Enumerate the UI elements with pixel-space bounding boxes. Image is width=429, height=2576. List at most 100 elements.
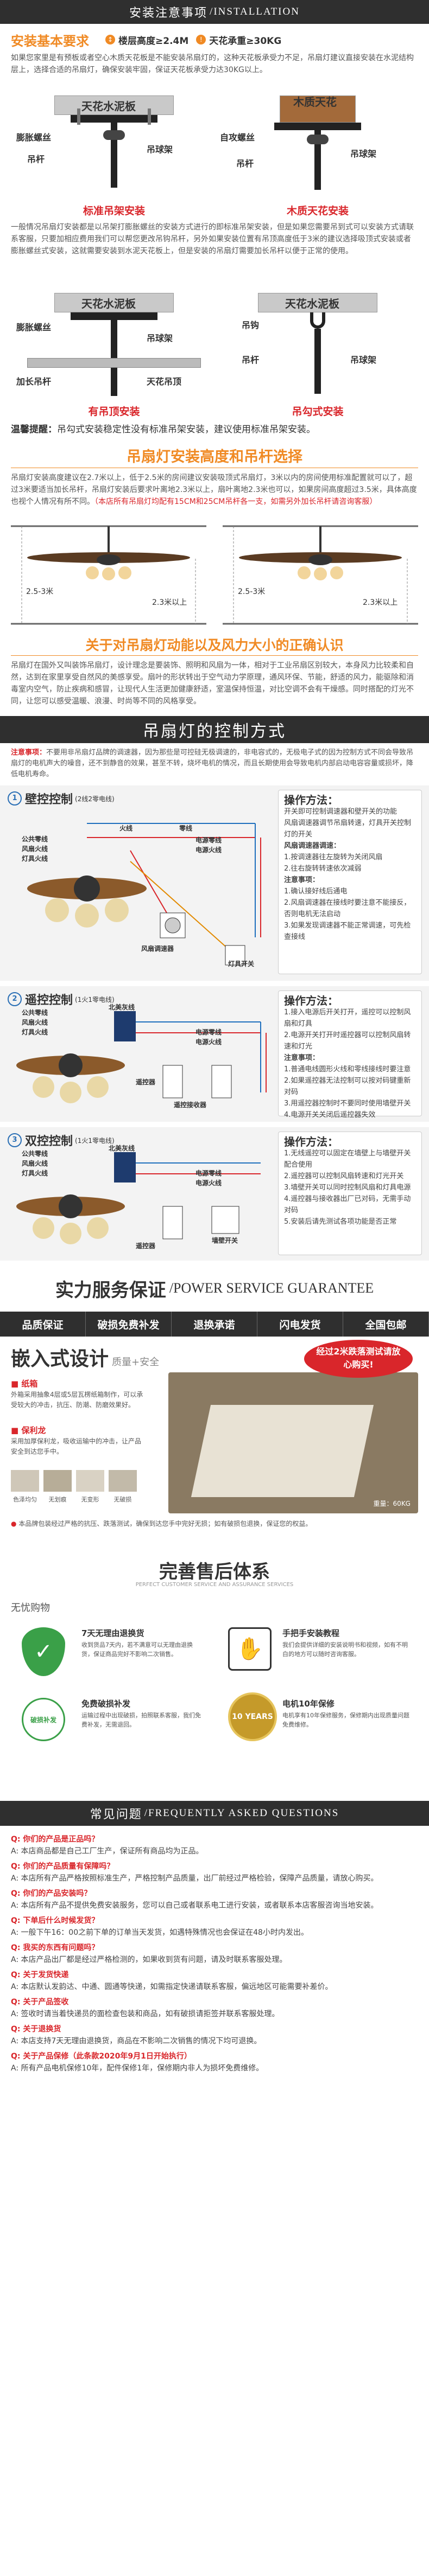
pack-p2: 采用加厚保利龙，吸收运输中的冲击，让产品安全到达您手中。: [11, 1437, 142, 1455]
ctrl3-label-4: 电源零线: [195, 1169, 222, 1177]
mount-wood: 木质天花 自攻螺丝 吊杆 吊球架 木质天花安装: [220, 92, 415, 228]
faq-a: A: 一般下午16：00之前下单的订单当天发货，如遇特殊情况也会保证在48小时内…: [11, 1928, 308, 1937]
control-note: 注意事项：不要用非吊扇灯品牌的调速器，因为那些是可控硅无极调速的，非电容式的，无…: [0, 747, 429, 780]
ctrl3-label-6: 遥控器: [136, 1242, 156, 1250]
badge-warranty-text: 10 YEARS: [232, 1712, 273, 1721]
service-title-zh: 实力服务保证: [55, 1279, 166, 1301]
label-c: 吊球架: [147, 333, 173, 343]
height-text: 吊扇灯安装高度建议在2.7米以上，低于2.5米的房间建议安装吸顶式吊扇灯，3米以…: [0, 472, 429, 508]
ctrl2-label-2: 风扇火线: [22, 1019, 48, 1026]
ctrl1-op-6: 1.确认接好线后通电: [284, 887, 348, 896]
ctrl3-op-2: 3.墙壁开关可以同时控制风扇和灯具电源: [284, 1184, 411, 1192]
ctrl1-op-8: 3.如果发现调速器不能正常调速，可先检查接线: [284, 922, 411, 941]
pack-section: 嵌入式设计 质量+安全 ■ 纸箱 外箱采用抽象4层或5层瓦楞纸箱制作，可以承受较…: [0, 1340, 429, 1546]
label-b: 加长吊杆: [16, 376, 52, 387]
label-b: 吊杆: [242, 355, 260, 365]
ctrl2-operation: 操作方法： 1.接入电源后开关打开，遥控可以控制风扇和灯具 2.电源开关打开时遥…: [278, 990, 422, 1119]
dim-blade-left: 2.3米以上: [152, 598, 187, 607]
service-item-quality: 品质保证: [0, 1312, 86, 1337]
ctrl2-label-3: 灯具火线: [22, 1028, 48, 1036]
ctrl1-label-7: 风扇火线: [22, 845, 48, 853]
ctrl3-number: 3: [8, 1133, 22, 1147]
ctrl3-label-1: 公共零线: [22, 1150, 48, 1158]
install-header: 安装注意事项 /INSTALLATION: [0, 0, 429, 24]
ctrl3-op-title: 操作方法：: [284, 1135, 338, 1148]
faq-list: Q: 你们的产品是正品吗？A: 本店商品都是自己工厂生产，保证所有商品均为正品。…: [0, 1833, 429, 2078]
badge-damage-text: 破损补发: [30, 1716, 56, 1724]
wood-beam: [280, 95, 356, 123]
ctrl1-op-3: 1.按调速器往左旋转为关闭风扇: [284, 853, 383, 861]
load-icon: !: [196, 35, 206, 44]
pack-color-1: 无划痕: [48, 1496, 67, 1503]
ctrl2-label-1: 公共零线: [22, 1009, 48, 1017]
ctrl2-label-0: 北美灰线: [109, 1003, 135, 1011]
label-a: 膨胀螺丝: [16, 322, 52, 333]
ceiling-block: [54, 95, 174, 115]
wind-text: 吊扇灯在国外又叫装饰吊扇灯，设计理念是要装饰、照明和风扇为一体，相对于工业吊扇区…: [11, 661, 414, 706]
dim-room-left: 2.5-3米: [26, 587, 54, 596]
mount-hook: 天花水泥板 吊钩 吊杆 吊球架 吊勾式安装: [220, 293, 415, 429]
ball-bracket: [103, 130, 125, 140]
faq-q: Q: 关于退换货: [11, 2025, 61, 2034]
explain-text: 一般情况吊扇灯安装都是以吊架打膨胀螺丝的安装方式进行的即标准吊架安装，但是如果您…: [11, 223, 414, 255]
pack-color-2: 无变形: [81, 1496, 99, 1503]
dim-blade-right: 2.3米以上: [363, 598, 398, 607]
height-icon: ↕: [105, 35, 115, 44]
tip-text: 吊勾式安装稳定性没有标准吊架安装，建议使用标准吊架安装。: [57, 424, 316, 435]
ctrl3-op-1: 2.遥控器可以控制风扇转速和灯光开关: [284, 1172, 404, 1180]
install-header-en: /INSTALLATION: [210, 6, 300, 17]
label-a: 吊钩: [242, 320, 260, 330]
ctrl1-op-title: 操作方法：: [284, 794, 338, 807]
ctrl2-number: 2: [8, 992, 22, 1006]
tip-label: 温馨提醒：: [11, 424, 57, 435]
faq-q: Q: 你们的产品质量有保障吗？: [11, 1862, 115, 1871]
ceiling-block: [54, 293, 174, 312]
ctrl3-op-3: 4.遥控器与接收器出厂已对码，无需手动对码: [284, 1195, 411, 1215]
badge-damage: 破损补发: [22, 1698, 65, 1741]
screw-right: [148, 108, 151, 125]
bracket: [274, 123, 361, 130]
after-section: 完善售后体系 PERFECT CUSTOMER SERVICE AND ASSU…: [0, 1551, 429, 1790]
tip: 温馨提醒：吊勾式安装稳定性没有标准吊架安装，建议使用标准吊架安装。: [11, 423, 418, 436]
pack-callout: 经过2米跌落测试请放心购买!: [304, 1340, 413, 1378]
ctrl1-label-3: 电源火线: [195, 846, 222, 854]
after-b3: 运输过程中出现破损，拍照联系客服，我们免费补发，无需退回。: [81, 1712, 201, 1728]
height-title: 吊扇灯安装高度和吊杆选择: [127, 449, 302, 465]
ball-bracket: [307, 135, 329, 144]
faq-title: 常见问题: [90, 1808, 142, 1821]
label-b: 吊杆: [236, 158, 254, 169]
faq-q: Q: 你们的产品是正品吗？: [11, 1835, 99, 1844]
ctrl3-wiring-svg: [16, 1152, 261, 1244]
ctrl2-op-4: 2.如果遥控器无法控制可以按对码键重新对码: [284, 1077, 411, 1096]
faq-a: A: 本店所有产品不提供免费安装服务，您可以自己或者联系电工进行安装，或者联系本…: [11, 1901, 378, 1910]
label-c: 吊球架: [147, 144, 173, 155]
service-item-damage: 破损免费补发: [86, 1312, 172, 1337]
faq-q: Q: 你们的产品安装吗？: [11, 1889, 92, 1898]
ctrl2-label-5: 电源火线: [195, 1038, 222, 1046]
ctrl1-op-0: 开关即可控制调速器和壁开关的功能: [284, 808, 398, 816]
height-text-main: 吊扇灯安装高度建议在2.7米以上，低于2.5米的房间建议安装吸顶式吊扇灯，3米以…: [11, 474, 417, 506]
load-label: 天花承重≥30KG: [209, 35, 282, 47]
ctrl1-label-5: 灯具开关: [228, 960, 255, 968]
pack-weight: 重量：60KG: [373, 1500, 411, 1507]
box-inner: [191, 1405, 374, 1497]
pack-color-3: 无破损: [113, 1496, 132, 1503]
ctrl2-title: 遥控控制: [25, 994, 73, 1007]
mount-drop-ceiling: 天花水泥板 膨胀螺丝 加长吊杆 吊球架 天花吊顶 有吊顶安装: [16, 293, 212, 429]
hand-icon: ✋: [228, 1627, 272, 1671]
ctrl2-op-title: 操作方法：: [284, 994, 338, 1007]
ctrl2-label-7: 遥控接收器: [174, 1101, 207, 1109]
badge-warranty: 10 YEARS: [228, 1692, 277, 1741]
ctrl3-label-3: 灯具火线: [22, 1169, 48, 1177]
ctrl3-section: 3 双控控制 (1火1零电线) 北美灰线 公共零线 风扇火线 灯具火线 电源零线…: [0, 1127, 429, 1261]
after-b1-title: 7天无理由退换货: [81, 1628, 144, 1638]
faq-q: Q: 关于发货快递: [11, 1971, 69, 1979]
ctrl1-label-0: 火线: [119, 824, 133, 832]
ctrl2-label-6: 遥控器: [136, 1078, 156, 1086]
service-title-en: /POWER SERVICE GUARANTEE: [169, 1280, 374, 1296]
ctrl1-wiring-svg: [27, 823, 261, 966]
after-b2: 我们会提供详细的安装说明书和视频，如有不明白的地方可以随时咨询客服。: [282, 1641, 408, 1658]
bracket: [71, 312, 157, 320]
label-a: 自攻螺丝: [220, 132, 255, 143]
